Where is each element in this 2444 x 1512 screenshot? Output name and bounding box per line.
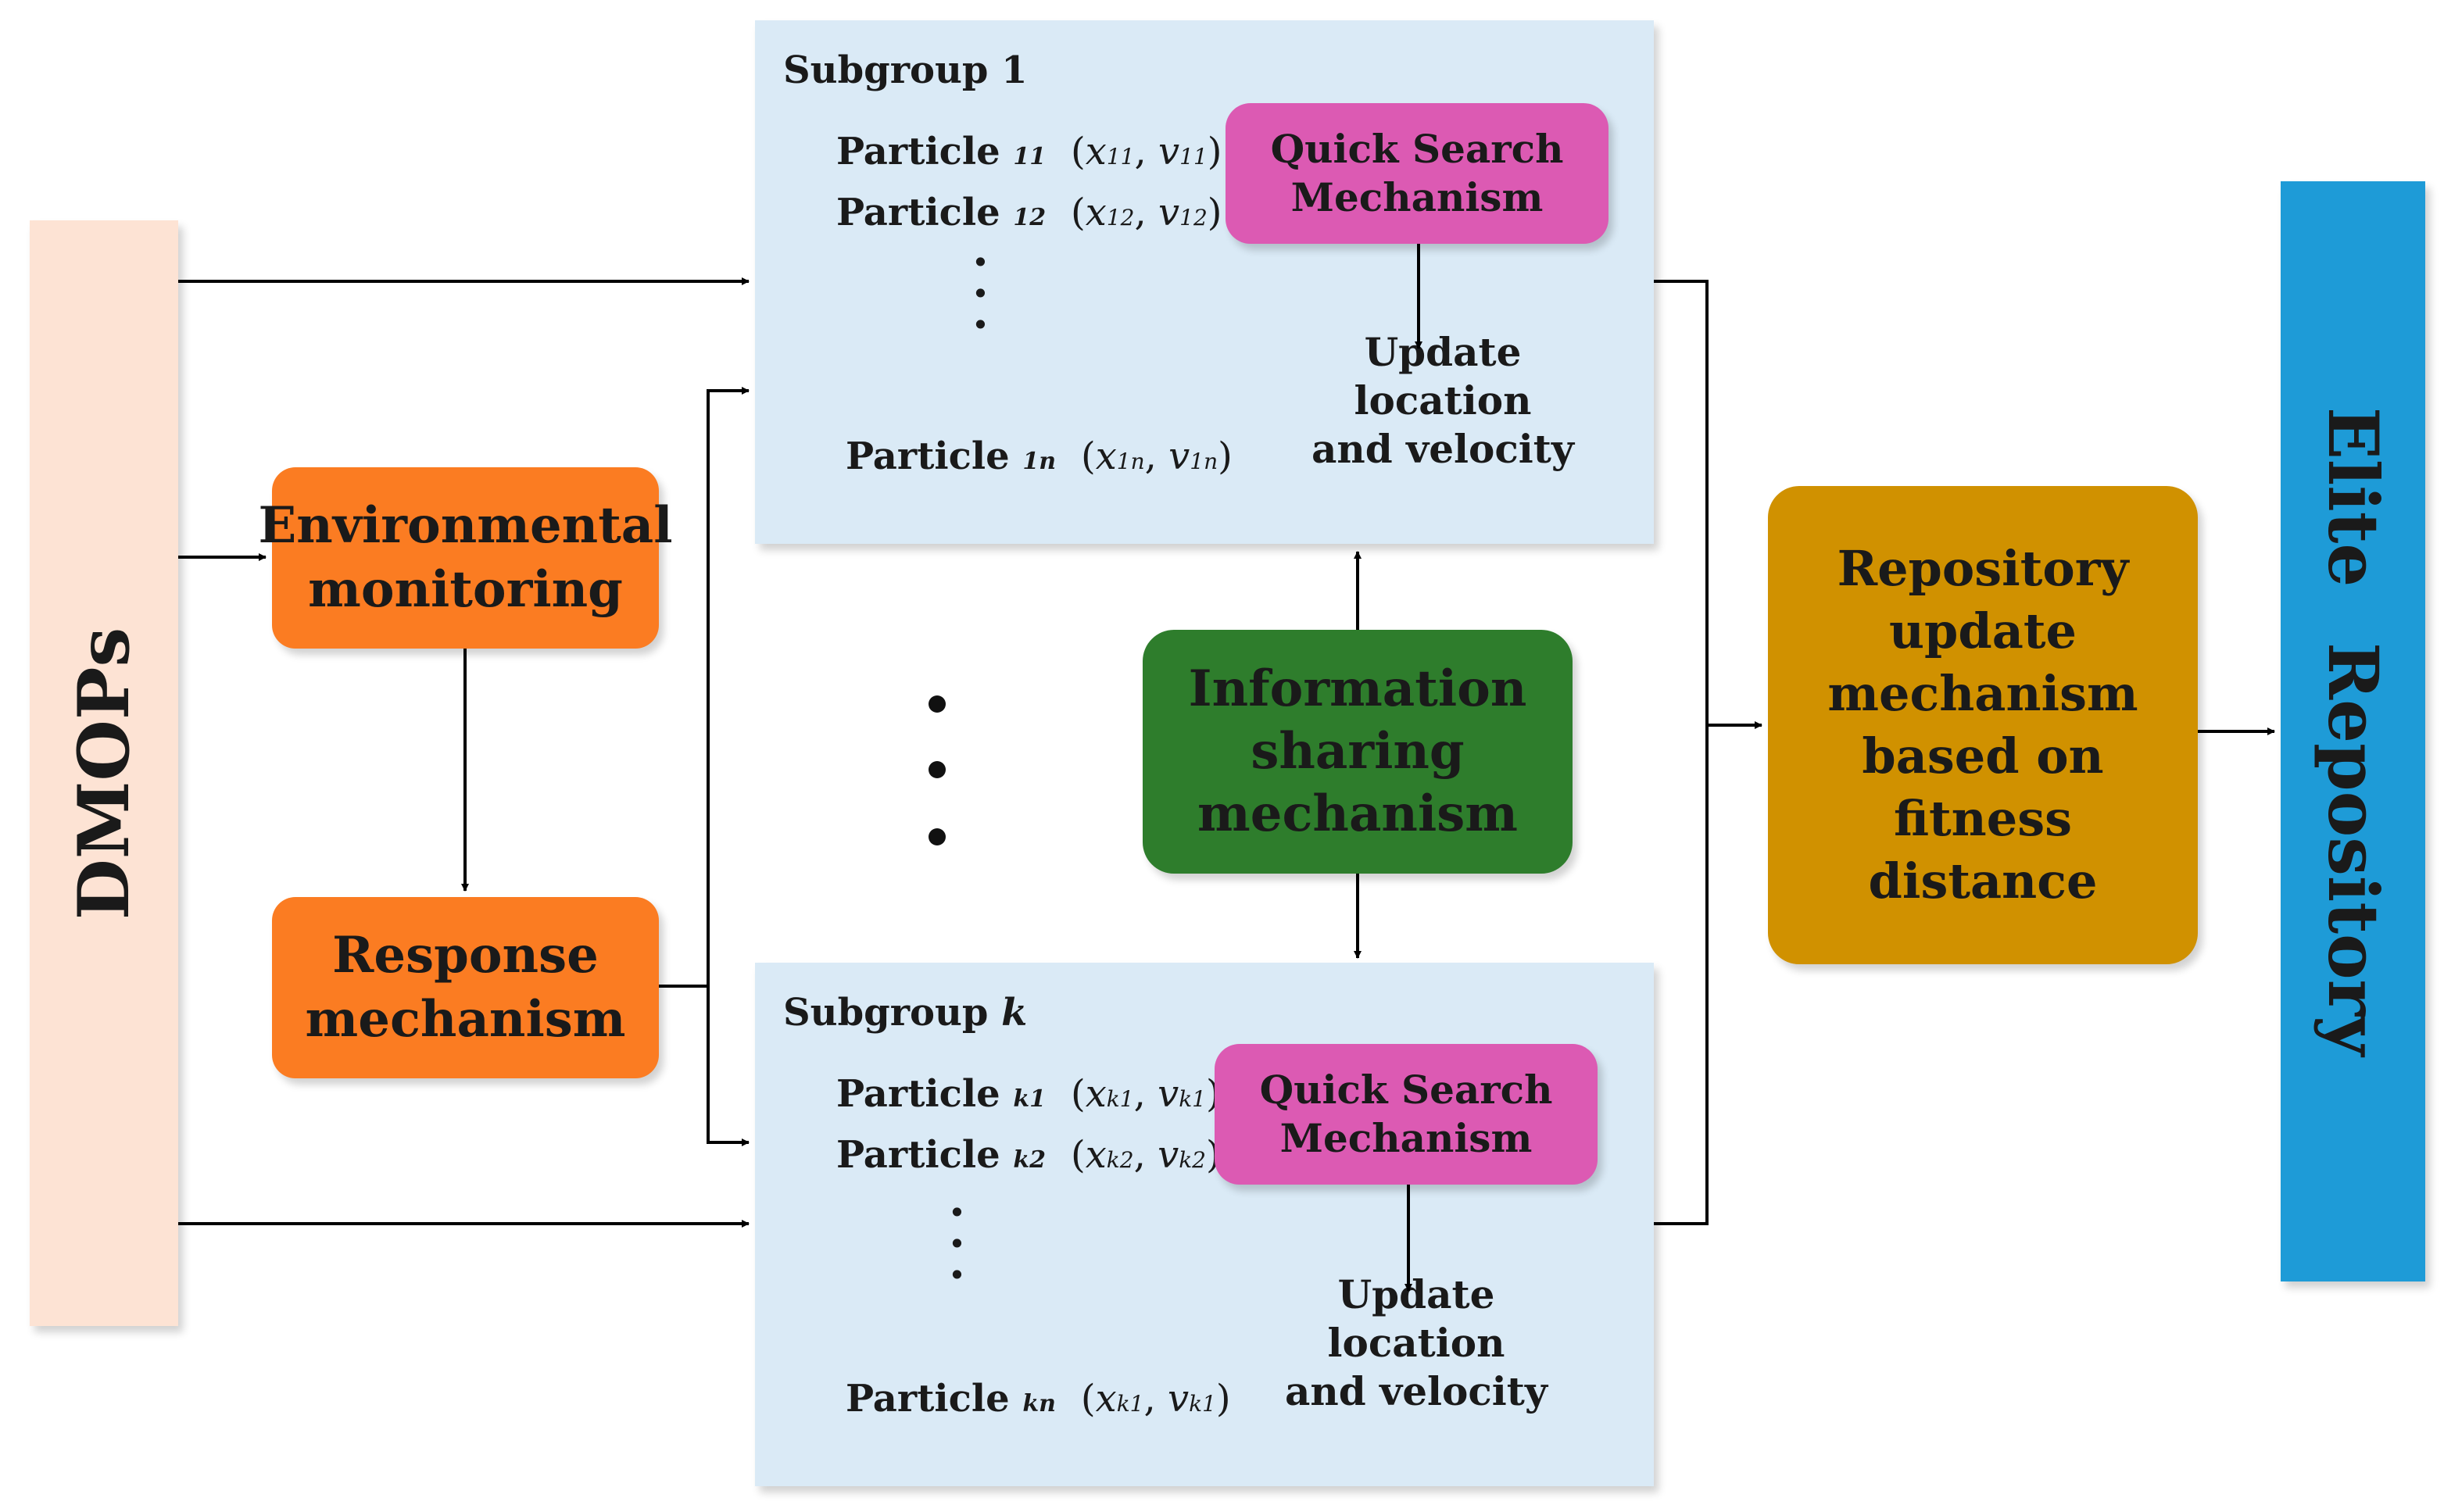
information-sharing-line2: sharing: [1251, 722, 1465, 781]
information-sharing-box: Information sharing mechanism: [1143, 630, 1573, 874]
environmental-monitoring-line1: Environmental: [258, 496, 673, 555]
environmental-monitoring-box: Environmental monitoring: [258, 467, 673, 649]
repository-update-line3: mechanism: [1827, 665, 2138, 722]
repository-update-line4: based on fitness: [1862, 727, 2104, 847]
update-line1: Update location: [1354, 329, 1532, 424]
subgroup-k-panel: Subgroup k Particle k1 (xk1, vk1) Partic…: [755, 963, 1654, 1486]
repository-update-line2: update: [1888, 602, 2077, 659]
response-mechanism-line1: Response: [332, 926, 599, 985]
update-line2: and velocity: [1311, 426, 1574, 472]
particle-row: Particle k1 (xk1, vk1): [836, 1072, 1221, 1116]
ellipsis-dot: [929, 695, 946, 713]
subgroup-k-title: Subgroup k: [783, 991, 1028, 1035]
particle-row: Particle k2 (xk2, vk2): [836, 1133, 1221, 1177]
information-sharing-line3: mechanism: [1197, 785, 1518, 843]
dmops-block: DMOPs: [30, 220, 178, 1326]
response-mechanism-line2: mechanism: [305, 990, 626, 1049]
update-location-text: Update location and velocity: [1244, 1271, 1588, 1416]
particle-row: Particle 11 (x11, v11): [836, 130, 1222, 173]
repository-update-line1: Repository: [1837, 540, 2129, 597]
quick-search-line2: Mechanism: [1290, 174, 1544, 220]
arrow-response-to-subgroup-k: [707, 986, 750, 1146]
repository-update-line5: distance: [1868, 853, 2098, 910]
environmental-monitoring-line2: monitoring: [308, 560, 623, 619]
particle-row: Particle kn (xk1, vk1): [846, 1377, 1231, 1421]
arrow-response-to-subgroup-1: [707, 387, 750, 986]
quick-search-mechanism-box: Quick Search Mechanism: [1226, 103, 1608, 244]
ellipsis-dot: [929, 761, 946, 778]
elite-repository-block: Elite Repository: [2281, 181, 2425, 1281]
subgroup-1-panel: Subgroup 1 Particle 11 (x11, v11) Partic…: [755, 20, 1654, 544]
ellipsis-vertical: ···: [949, 1185, 965, 1303]
update-line1: Update location: [1327, 1271, 1505, 1366]
particle-row: Particle 1n (x1n, v1n): [846, 434, 1233, 478]
quick-search-line1: Quick Search: [1259, 1067, 1553, 1113]
response-mechanism-box: Response mechanism: [272, 897, 659, 1078]
quick-search-mechanism-box: Quick Search Mechanism: [1215, 1044, 1598, 1185]
information-sharing-line1: Information: [1188, 659, 1527, 718]
update-location-text: Update location and velocity: [1271, 328, 1615, 474]
subgroup-1-title: Subgroup 1: [783, 48, 1028, 92]
particle-row: Particle 12 (x12, v12): [836, 191, 1222, 234]
update-line2: and velocity: [1285, 1368, 1548, 1414]
arrow-subgroup-1-to-repo: [1654, 280, 1709, 1225]
ellipsis-dot: [929, 828, 946, 845]
ellipsis-vertical: ···: [972, 235, 989, 352]
quick-search-line2: Mechanism: [1279, 1115, 1533, 1161]
repository-update-box: Repository update mechanism based on fit…: [1768, 486, 2198, 964]
quick-search-line1: Quick Search: [1270, 126, 1564, 172]
